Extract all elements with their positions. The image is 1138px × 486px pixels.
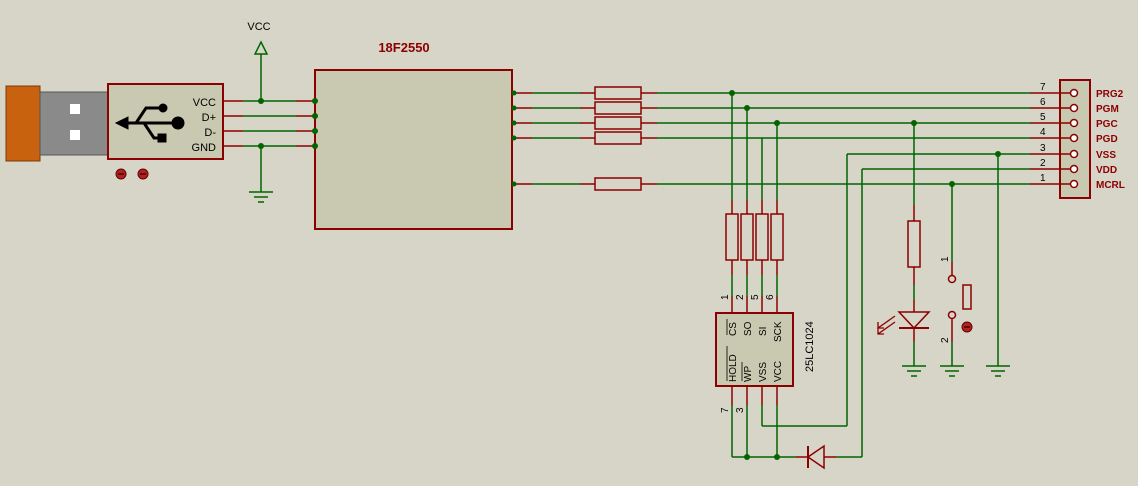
switch-pin-1: 1 bbox=[940, 256, 951, 262]
ground-symbol-vss bbox=[986, 365, 1010, 377]
led-triangle bbox=[897, 311, 931, 330]
series-resistors bbox=[580, 86, 657, 191]
icsp-label-pgd: PGD bbox=[1096, 134, 1118, 145]
eeprom-pin-num-2: 2 bbox=[735, 294, 746, 300]
usb-pin-label-vcc: VCC bbox=[193, 97, 216, 109]
vcc-power-symbol: VCC bbox=[247, 21, 271, 55]
push-button-switch: 1 2 bbox=[940, 256, 973, 343]
icsp-pin-num-1: 1 bbox=[1040, 173, 1046, 184]
eeprom-pin-label-vss: VSS bbox=[758, 362, 769, 382]
led-light-arrows-icon bbox=[877, 315, 896, 335]
icsp-label-vdd: VDD bbox=[1096, 165, 1117, 176]
icsp-label-pgm: PGM bbox=[1096, 104, 1119, 115]
ground-symbol-switch bbox=[940, 365, 964, 377]
led-indicator bbox=[877, 205, 931, 342]
switch-pin-2: 2 bbox=[940, 337, 951, 343]
mcu-18f2550: 18F2550 bbox=[314, 40, 513, 230]
mcu-body bbox=[314, 69, 513, 230]
resistor-r2 bbox=[594, 101, 642, 115]
icsp-label-pgc: PGC bbox=[1096, 119, 1118, 130]
eeprom-25lc1024: 1 2 5 6 CS SO SI SCK HOLD WP VSS VCC 7 3… bbox=[715, 294, 816, 413]
pullup-resistors bbox=[725, 200, 784, 275]
resistor-r5 bbox=[594, 177, 642, 191]
wires bbox=[243, 54, 1030, 458]
diode bbox=[796, 444, 836, 470]
ground-symbol-led bbox=[902, 365, 926, 377]
icsp-label-mcrl: MCRL bbox=[1096, 180, 1125, 191]
eeprom-pin-num-5: 5 bbox=[750, 294, 761, 300]
resistor-r4 bbox=[594, 131, 642, 145]
usb-plug-window-bottom bbox=[70, 130, 80, 140]
eeprom-pin-num-1: 1 bbox=[720, 294, 731, 300]
usb-pin-label-dplus: D+ bbox=[202, 112, 216, 124]
usb-pin-label-dminus: D- bbox=[204, 127, 216, 139]
usb-plug-window-top bbox=[70, 104, 80, 114]
usb-plug-shell bbox=[39, 91, 109, 156]
icsp-connector: 7 6 5 4 3 2 1 PRG2 PGM PGC PGD VSS VDD M… bbox=[1030, 79, 1125, 199]
eeprom-pin-label-so: SO bbox=[743, 321, 754, 336]
icsp-pin-num-5: 5 bbox=[1040, 112, 1046, 123]
eeprom-pin-num-3: 3 bbox=[735, 407, 746, 413]
icsp-pin-num-7: 7 bbox=[1040, 82, 1046, 93]
icsp-pin-num-2: 2 bbox=[1040, 158, 1046, 169]
icsp-pin-num-3: 3 bbox=[1040, 143, 1046, 154]
icsp-label-vss: VSS bbox=[1096, 150, 1116, 161]
icsp-label-prg2: PRG2 bbox=[1096, 89, 1124, 100]
usb-pin-stubs bbox=[223, 100, 243, 147]
resistor-r1 bbox=[594, 86, 642, 100]
usb-plug-body bbox=[5, 85, 41, 162]
usb-led-indicators bbox=[115, 168, 149, 180]
eeprom-pin-label-sck: SCK bbox=[773, 321, 784, 342]
usb-pin-label-gnd: GND bbox=[192, 142, 217, 154]
eeprom-body bbox=[715, 312, 794, 387]
ground-symbol-usb bbox=[249, 191, 273, 203]
vcc-arrow-icon bbox=[253, 40, 269, 55]
vcc-label: VCC bbox=[247, 21, 270, 33]
switch-actuator bbox=[962, 284, 972, 310]
mcu-name: 18F2550 bbox=[378, 40, 429, 55]
eeprom-pin-label-wp: WP bbox=[743, 366, 754, 382]
eeprom-pin-label-hold: HOLD bbox=[728, 354, 739, 382]
eeprom-pin-label-si: SI bbox=[758, 327, 769, 336]
icsp-pin-num-4: 4 bbox=[1040, 127, 1046, 138]
usb-trident-icon bbox=[114, 103, 185, 143]
eeprom-pin-label-vcc: VCC bbox=[773, 361, 784, 382]
icsp-pin-num-6: 6 bbox=[1040, 97, 1046, 108]
resistor-r3 bbox=[594, 116, 642, 130]
usb-connector: VCC D+ D- GND bbox=[5, 83, 224, 180]
eeprom-pin-label-cs: CS bbox=[728, 322, 739, 336]
junction-dots bbox=[258, 90, 1001, 460]
eeprom-name: 25LC1024 bbox=[804, 321, 816, 372]
eeprom-pin-num-7: 7 bbox=[720, 407, 731, 413]
eeprom-pin-num-6: 6 bbox=[765, 294, 776, 300]
led-resistor bbox=[907, 220, 921, 268]
